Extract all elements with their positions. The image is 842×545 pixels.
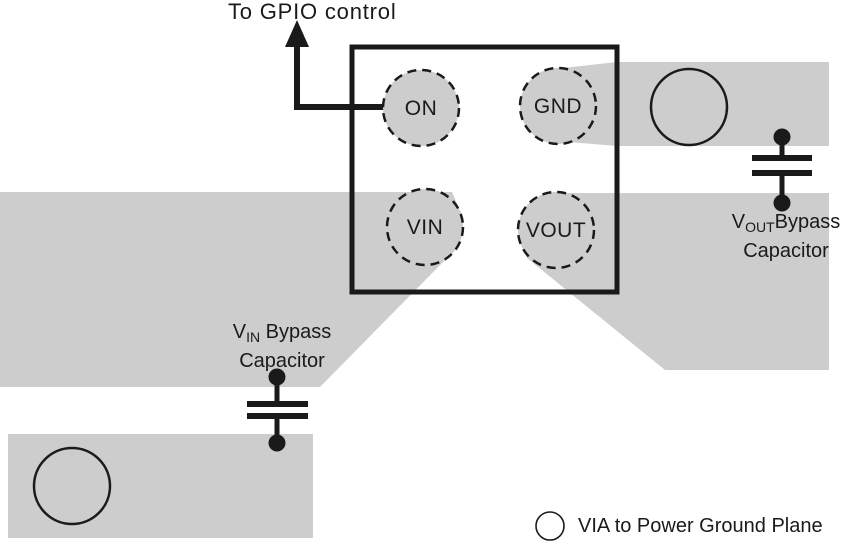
legend-via-icon: [535, 511, 565, 541]
pad-on-label: ON: [404, 97, 438, 120]
gpio-control-label: To GPIO control: [228, 0, 397, 24]
pad-gnd: [518, 66, 598, 146]
vout-cap-bottom-plate: [752, 170, 812, 176]
vin-cap-suffix: Bypass: [260, 321, 332, 343]
pad-vout: [516, 190, 596, 270]
vout-cap-bottom-junction-dot: [773, 194, 791, 212]
gnd-plane-via-circle: [649, 67, 729, 147]
gpio-arrow-icon: [285, 20, 309, 47]
vout-cap-top-plate: [752, 155, 812, 161]
pad-vin-label: VIN: [406, 216, 444, 239]
vout-cap-v: V: [731, 211, 746, 233]
vin-capacitor-label-line2: Capacitor: [239, 350, 325, 372]
pad-gnd-label: GND: [533, 95, 583, 118]
vin-cap-top-plate: [247, 401, 308, 407]
pad-on: [381, 68, 461, 148]
vout-cap-subscript: OUT: [745, 219, 775, 235]
vin-capacitor-label: VIN Bypass Capacitor: [233, 318, 332, 375]
vin-cap-v: V: [232, 321, 247, 343]
vout-capacitor-label-line2: Capacitor: [743, 240, 829, 262]
vout-capacitor-label: VOUTBypass Capacitor: [732, 208, 841, 265]
ic-outline: [349, 44, 620, 295]
vin-cap-bottom-junction-dot: [268, 434, 286, 452]
vin-plane: [0, 192, 462, 387]
legend-via-label: VIA to Power Ground Plane: [578, 515, 823, 537]
on-gpio-trace: [294, 45, 385, 110]
vin-cap-bottom-plate: [247, 413, 308, 419]
input-plane-via-circle: [32, 446, 112, 526]
vin-cap-subscript: IN: [246, 329, 261, 345]
pad-vout-label: VOUT: [525, 219, 587, 242]
input-supply-plane: [8, 434, 313, 538]
pad-vin: [385, 187, 465, 267]
vin-capacitor-label-line1: VIN Bypass: [233, 318, 332, 347]
vout-capacitor-symbol: [752, 128, 812, 212]
vout-capacitor-label-line1: VOUTBypass: [732, 208, 841, 237]
vout-plane: [519, 193, 829, 370]
vout-cap-suffix: Bypass: [774, 211, 841, 233]
vin-capacitor-symbol: [247, 368, 308, 452]
